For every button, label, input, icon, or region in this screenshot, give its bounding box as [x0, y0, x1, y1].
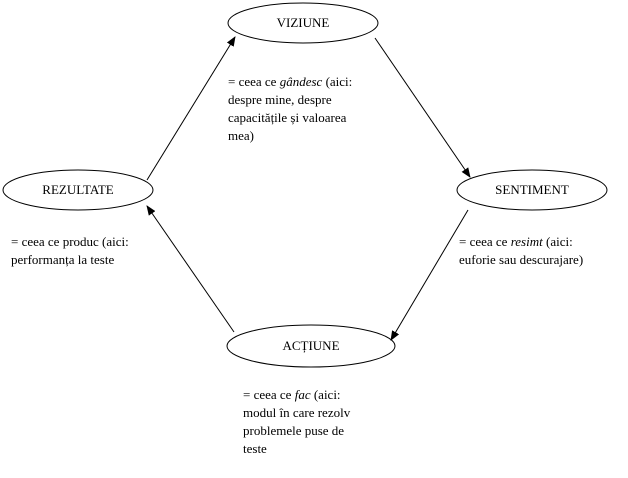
desc-italic: resimt [510, 234, 543, 249]
node-rezultate-label: REZULTATE [42, 182, 114, 197]
desc-line: mea) [228, 128, 254, 143]
rezultate-description: = ceea ce produc (aici: performanța la t… [11, 233, 129, 269]
desc-line: capacitățile și valoarea [228, 110, 347, 125]
node-sentiment-label: SENTIMENT [495, 182, 569, 197]
actiune-description: = ceea ce fac (aici: modul în care rezol… [243, 386, 350, 458]
desc-italic: gândesc [279, 74, 323, 89]
desc-line: teste [243, 441, 267, 456]
arrow-sentiment-to-actiune [390, 209, 469, 341]
node-viziune-ellipse [227, 2, 379, 44]
desc-text: = ceea ce produc (aici: [11, 234, 129, 249]
desc-text: (aici: [542, 234, 573, 249]
desc-line: modul în care rezolv [243, 405, 351, 420]
arrow-rezultate-to-viziune [146, 36, 236, 181]
arrow-actiune-to-rezultate [146, 205, 235, 333]
desc-text: = ceea ce [243, 387, 295, 402]
desc-line: performanța la teste [11, 252, 115, 267]
desc-text: = ceea ce [228, 74, 280, 89]
node-rezultate-ellipse [2, 169, 154, 211]
viziune-description: = ceea ce gândesc (aici: despre mine, de… [228, 73, 352, 145]
node-sentiment-ellipse [456, 169, 608, 211]
arrow-viziune-to-sentiment [374, 37, 471, 178]
node-viziune-label: VIZIUNE [276, 15, 330, 30]
desc-line: despre mine, despre [228, 92, 332, 107]
desc-line: euforie sau descurajare) [459, 252, 584, 267]
desc-line: problemele puse de [243, 423, 345, 438]
sentiment-description: = ceea ce resimt (aici: euforie sau desc… [459, 233, 583, 269]
node-actiune-label: ACȚIUNE [282, 338, 340, 353]
desc-italic: fac [294, 387, 311, 402]
desc-text: (aici: [310, 387, 341, 402]
desc-text: = ceea ce [459, 234, 511, 249]
desc-text: (aici: [322, 74, 353, 89]
node-actiune-ellipse [226, 324, 396, 368]
